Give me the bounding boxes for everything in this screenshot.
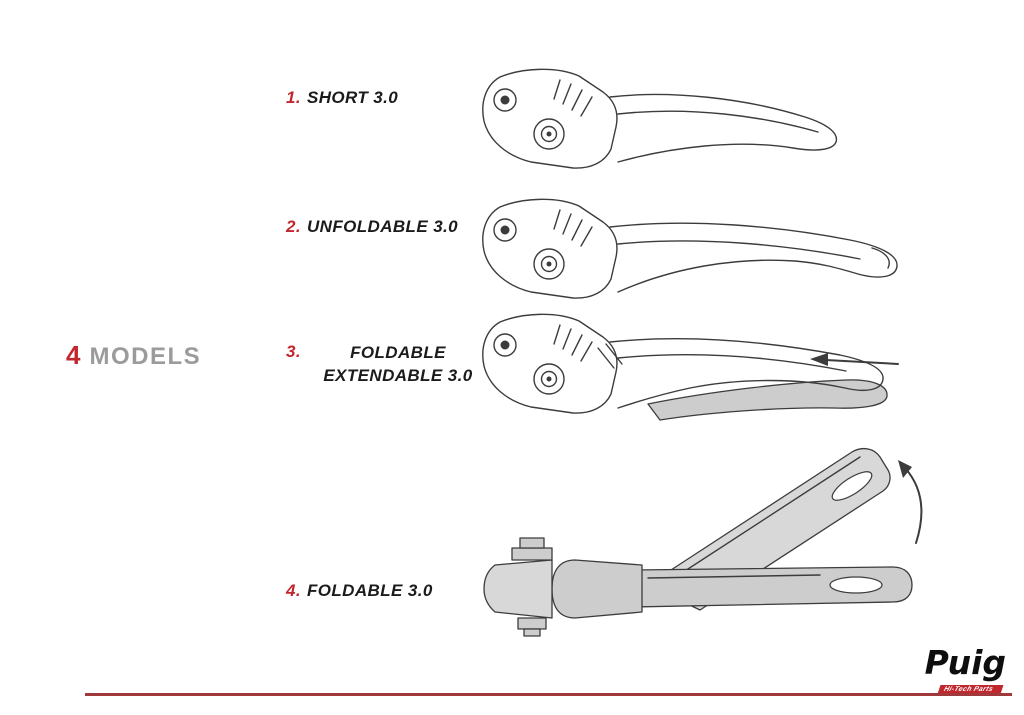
models-word: MODELS: [89, 343, 202, 370]
extend-arrow-head: [810, 353, 828, 366]
fold-direction-arrow: [904, 467, 923, 544]
blade-ridge-line: [617, 110, 819, 133]
lever-foldable-extendable-drawing: [482, 313, 899, 421]
lever-unfoldable-drawing: [482, 198, 898, 299]
lock-nut: [517, 617, 547, 630]
pivot-bracket: [482, 68, 618, 169]
label-foldable-text: FOLDABLE 3.0: [306, 581, 433, 600]
label-foldable-extendable: 3. FOLDABLE EXTENDABLE 3.0: [286, 342, 489, 388]
bottom-divider-rule: [85, 693, 1012, 696]
label-short: 1. SHORT 3.0: [286, 88, 398, 108]
fold-mechanism-lines: [597, 343, 623, 369]
label-short-text: SHORT 3.0: [306, 88, 399, 107]
lever-blade: [609, 222, 898, 293]
label-unfoldable-number: 2.: [286, 217, 301, 236]
extend-direction-arrow: [825, 359, 899, 365]
extendable-slider-shade: [647, 379, 888, 421]
clevis-bracket: [551, 559, 643, 619]
models-count: 4: [66, 340, 81, 370]
lower-arm-edge-line: [647, 574, 821, 579]
adjuster-knob: [519, 537, 545, 549]
pivot-bracket: [482, 313, 618, 414]
hook-tip-line: [871, 247, 890, 269]
lever-blade: [609, 338, 884, 409]
label-foldable: 4. FOLDABLE 3.0: [286, 581, 433, 601]
folded-arm-slot: [831, 471, 873, 501]
lever-foldable-drawing: [483, 447, 923, 637]
label-short-number: 1.: [286, 88, 301, 107]
blade-ridge-line: [617, 354, 847, 372]
blade-ridge-line: [617, 240, 861, 260]
label-foldable-extendable-number: 3.: [286, 342, 301, 361]
bolt-end: [523, 628, 541, 637]
label-foldable-number: 4.: [286, 581, 301, 600]
brand-name: Puig: [924, 643, 1006, 682]
lever-blade: [609, 93, 838, 163]
pivot-bracket: [482, 198, 618, 299]
pivot-body: [483, 559, 553, 619]
lever-short-drawing: [482, 68, 838, 169]
folded-arm-edge-line: [667, 456, 861, 583]
models-heading: 4 MODELS: [66, 340, 201, 371]
label-unfoldable: 2. UNFOLDABLE 3.0: [286, 217, 458, 237]
label-unfoldable-text: UNFOLDABLE 3.0: [306, 217, 459, 236]
brand-logo: Puig Hi-Tech Parts: [924, 643, 1006, 696]
lower-arm-slot: [829, 576, 883, 594]
fold-arrow-head: [898, 460, 912, 478]
adjuster-washer: [511, 547, 553, 561]
label-foldable-extendable-text: FOLDABLE EXTENDABLE 3.0: [323, 343, 473, 385]
